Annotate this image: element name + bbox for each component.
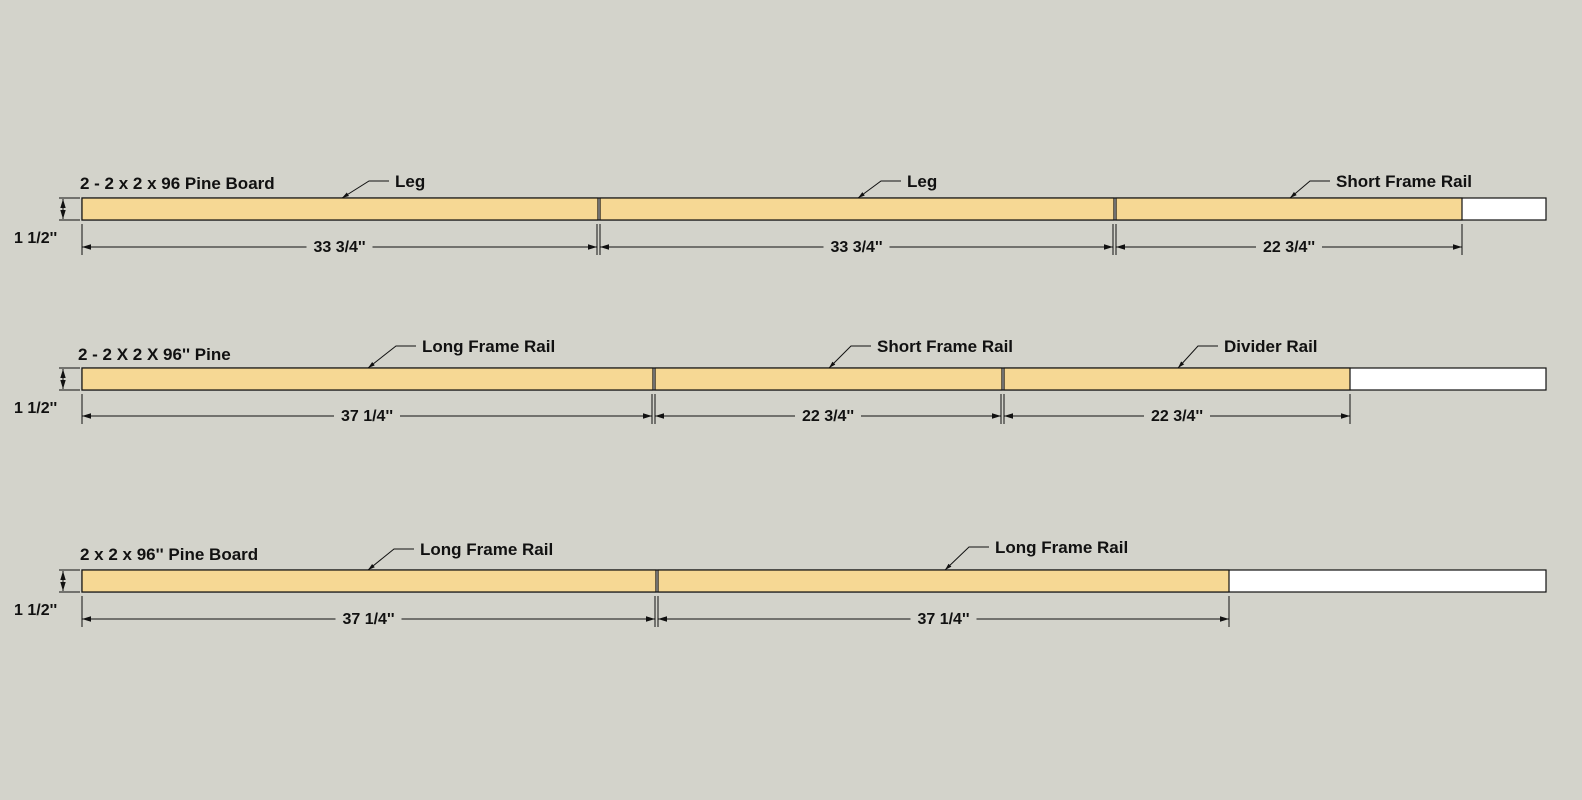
dimension-text: 37 1/4''	[341, 408, 393, 425]
dimension-text: 22 3/4''	[1151, 408, 1203, 425]
dimension-text: 33 3/4''	[830, 239, 882, 256]
dimension-text-bg	[334, 406, 400, 424]
part-label: Long Frame Rail	[422, 337, 555, 356]
cut-piece	[599, 197, 1115, 221]
cut-piece	[81, 367, 654, 391]
cut-piece	[1115, 197, 1463, 221]
dimension-text: 22 3/4''	[802, 408, 854, 425]
thickness-label: 1 1/2''	[14, 602, 57, 619]
part-label: Long Frame Rail	[420, 540, 553, 559]
part-label: Leg	[907, 172, 937, 191]
leader-line	[828, 345, 871, 369]
part-label: Short Frame Rail	[877, 337, 1013, 356]
cut-piece	[81, 569, 657, 593]
board-3: 2 x 2 x 96'' Pine Board Long Frame Rail 37…	[14, 538, 1547, 628]
thickness-label: 1 1/2''	[14, 400, 57, 417]
dimension-text-bg	[1144, 406, 1210, 424]
dimension-text: 37 1/4''	[917, 611, 969, 628]
cut-piece	[654, 367, 1003, 391]
leader-line	[341, 180, 389, 199]
leader-line	[1177, 345, 1218, 369]
dimension-text-bg	[335, 609, 402, 627]
leader-line	[857, 180, 901, 199]
part-label: Divider Rail	[1224, 337, 1318, 356]
board-2: 2 - 2 X 2 X 96'' Pine Long Frame Rail 37 1…	[14, 337, 1547, 425]
leader-line	[367, 345, 416, 369]
board-title: 2 - 2 x 2 x 96 Pine Board	[80, 174, 275, 193]
board-title: 2 x 2 x 96'' Pine Board	[80, 545, 258, 564]
dimension-text: 37 1/4''	[342, 611, 394, 628]
cut-piece	[81, 197, 599, 221]
dimension-text-bg	[795, 406, 861, 424]
dimension-text-bg	[910, 609, 977, 627]
cut-piece	[657, 569, 1230, 593]
dimension-text-bg	[823, 237, 890, 255]
part-label: Long Frame Rail	[995, 538, 1128, 557]
cut-piece	[1003, 367, 1351, 391]
part-label: Leg	[395, 172, 425, 191]
dimension-text-bg	[1256, 237, 1322, 255]
leader-line	[367, 548, 414, 571]
dimension-text-bg	[306, 237, 373, 255]
leader-line	[1289, 180, 1330, 199]
dimension-text: 33 3/4''	[313, 239, 365, 256]
dimension-text: 22 3/4''	[1263, 239, 1315, 256]
part-label: Short Frame Rail	[1336, 172, 1472, 191]
thickness-label: 1 1/2''	[14, 230, 57, 247]
board-1: 2 - 2 x 2 x 96 Pine Board Leg 33 3/4'' Leg 3…	[14, 172, 1547, 256]
board-title: 2 - 2 X 2 X 96'' Pine	[78, 345, 231, 364]
leader-line	[944, 546, 989, 571]
